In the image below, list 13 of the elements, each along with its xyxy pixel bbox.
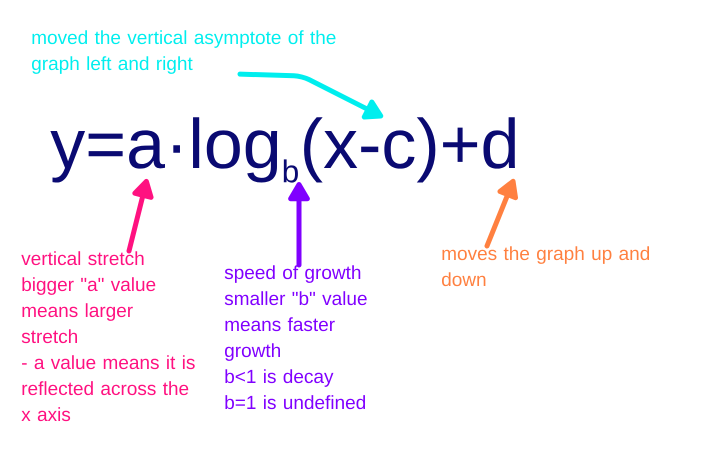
annotation-text: b=1 is undefined	[225, 395, 366, 410]
arrow	[484, 178, 518, 248]
arrow	[126, 178, 154, 254]
arrow	[288, 182, 310, 268]
annotation-text: bigger "a" value means larger stretch	[22, 277, 156, 344]
annotation-text: vertical stretch	[21, 251, 144, 266]
arrow	[238, 72, 384, 120]
equation: y=a·log$_{b}$(x-c)+d	[50, 117, 515, 183]
annotation-text: moved the vertical asymptote of the graph left and right	[32, 30, 336, 74]
annotation-text: - a value means it is reflected across the x axis	[21, 355, 195, 422]
annotation-text: b<1 is decay	[225, 369, 334, 387]
annotation-text: moves the graph up and down	[442, 246, 650, 286]
annotation-text: speed of growth	[224, 265, 360, 283]
